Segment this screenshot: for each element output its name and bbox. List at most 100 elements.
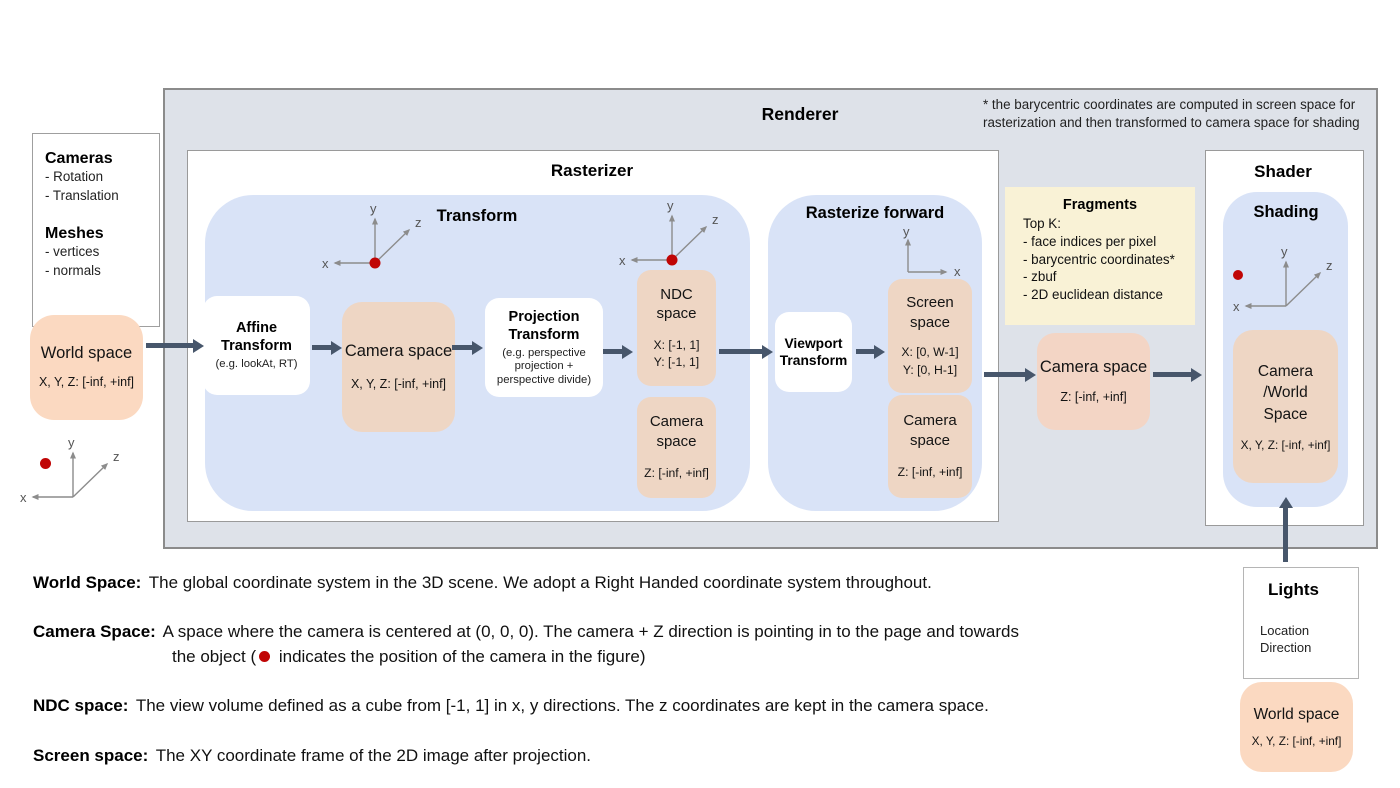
camera-space-output-range: Z: [-inf, +inf] [1060, 389, 1127, 404]
camera-world-range: X, Y, Z: [-inf, +inf] [1240, 438, 1331, 453]
camera-space-range-z: Z: [-inf, +inf] [644, 466, 709, 481]
world-space-input-label: World space [40, 344, 133, 363]
axis-label-z: z [415, 215, 422, 230]
camera-world-space-box: Camera /World Space X, Y, Z: [-inf, +inf… [1233, 330, 1338, 483]
lights-panel: Lights Location Direction [1243, 567, 1359, 679]
projection-transform-sub-1: (e.g. perspective [502, 346, 586, 359]
meshes-item-vertices: - vertices [45, 244, 100, 259]
axis-label-x: x [1233, 299, 1240, 314]
axis-label-y: y [667, 198, 674, 213]
ndc-space-label-2: space [656, 305, 697, 322]
affine-transform-sub: (e.g. lookAt, RT) [215, 358, 298, 371]
arrow-screen-to-camera-out [984, 372, 1025, 377]
camera-position-dot [369, 257, 381, 269]
axis-label-z: z [113, 449, 120, 464]
definition-ndc-space-term: NDC space: [33, 696, 129, 715]
arrow-projection-to-ndc [603, 349, 622, 354]
arrow-camera-out-to-shader [1153, 372, 1191, 377]
definition-screen-space-text: The XY coordinate frame of the 2D image … [155, 746, 592, 765]
transform-axes-3d: y x z [322, 201, 422, 271]
world-space-input-range: X, Y, Z: [-inf, +inf] [38, 375, 135, 390]
cameras-item-rotation: - Rotation [45, 169, 104, 184]
arrow-camera-to-projection [452, 345, 472, 350]
affine-transform-label-2: Transform [221, 338, 292, 355]
camera-space-label: Camera space [344, 341, 453, 360]
screen-space-range-x: X: [0, W-1] [901, 345, 959, 359]
rasterize-forward-title: Rasterize forward [805, 204, 945, 222]
projection-transform-sub-2: projection + [514, 360, 574, 373]
axis-label-y: y [1281, 244, 1288, 259]
world-axes-3d: y x z [20, 435, 120, 505]
projection-transform-label-2: Transform [508, 326, 580, 343]
lights-item-location: Location [1260, 623, 1310, 638]
viewport-transform-label-1: Viewport [784, 336, 843, 351]
definition-camera-space-text-line1: A space where the camera is centered at … [162, 622, 1019, 641]
cameras-heading: Cameras [45, 150, 113, 167]
arrow-lights-to-shading [1283, 508, 1288, 562]
camera-world-label-2: /World [1263, 384, 1308, 402]
lights-item-direction: Direction [1260, 640, 1312, 655]
shading-title: Shading [1253, 203, 1319, 221]
footnote-line-1: * the barycentric coordinates are comput… [983, 97, 1356, 112]
projection-transform-sub-3: perspective divide) [496, 373, 592, 386]
camera-space-box-2: Camera space Z: [-inf, +inf] [637, 397, 716, 498]
shading-axes-3d: y x z [1233, 244, 1333, 314]
barycentric-footnote: * the barycentric coordinates are comput… [983, 96, 1368, 132]
camera-space-output-box: Camera space Z: [-inf, +inf] [1037, 333, 1150, 430]
definition-world-space: World Space: The global coordinate syste… [33, 573, 932, 593]
affine-transform-label-1: Affine [235, 320, 278, 337]
camera-position-dot [40, 458, 51, 469]
fragments-barycentric: - barycentric coordinates* [1023, 251, 1175, 267]
axis-label-x: x [20, 490, 27, 505]
axis-label-z: z [1326, 258, 1333, 273]
camera-space-box-3: Camera space Z: [-inf, +inf] [888, 395, 972, 498]
definition-world-space-text: The global coordinate system in the 3D s… [148, 573, 932, 592]
camera-space-label-2: space [909, 431, 950, 449]
ndc-axes-3d: y x z [619, 198, 719, 268]
camera-position-dot-legend [259, 651, 271, 662]
cameras-meshes-panel: Cameras - Rotation - Translation Meshes … [32, 133, 160, 327]
ndc-space-range-x: X: [-1, 1] [653, 337, 700, 352]
world-space-input-box: World space X, Y, Z: [-inf, +inf] [30, 315, 143, 420]
affine-transform-box: Affine Transform (e.g. lookAt, RT) [203, 296, 310, 395]
screen-space-label-1: Screen [906, 294, 954, 311]
definition-screen-space-term: Screen space: [33, 746, 149, 765]
screen-space-label-2: space [909, 313, 951, 331]
camera-space-range: X, Y, Z: [-inf, +inf] [350, 376, 447, 391]
definition-ndc-space: NDC space: The view volume defined as a … [33, 696, 989, 716]
ndc-space-box: NDC space X: [-1, 1] Y: [-1, 1] [637, 270, 716, 386]
definition-camera-space-term: Camera Space: [33, 622, 156, 641]
definition-world-space-term: World Space: [33, 573, 142, 592]
renderer-title: Renderer [761, 104, 839, 124]
viewport-transform-label-2: Transform [779, 353, 848, 368]
fragments-euclidean: - 2D euclidean distance [1023, 287, 1163, 303]
fragments-box: Fragments Top K: - face indices per pixe… [1005, 187, 1195, 325]
axis-label-z: z [712, 212, 719, 227]
meshes-heading: Meshes [45, 225, 104, 242]
fragments-top-k: Top K: [1023, 216, 1061, 231]
camera-world-label-1: Camera [1257, 362, 1314, 380]
screen-axes-2d: y x [903, 224, 961, 279]
footnote-line-2: rasterization and then transformed to ca… [983, 115, 1360, 130]
definition-camera-space-text-line2a: the object ( [172, 647, 257, 666]
arrow-world-to-rasterizer [146, 343, 193, 348]
meshes-item-normals: - normals [45, 262, 101, 278]
rasterizer-title: Rasterizer [550, 161, 634, 180]
projection-transform-label-1: Projection [508, 308, 580, 325]
definition-screen-space: Screen space: The XY coordinate frame of… [33, 746, 591, 766]
definition-camera-space-line2: the object ( indicates the position of t… [172, 647, 646, 667]
projection-transform-box: Projection Transform (e.g. perspective p… [485, 298, 603, 397]
camera-position-dot [666, 254, 678, 266]
camera-space-output-label: Camera space [1039, 357, 1148, 376]
axis-label-y: y [68, 435, 75, 450]
screen-space-range-y: Y: [0, H-1] [902, 362, 958, 377]
screen-space-box: Screen space X: [0, W-1] Y: [0, H-1] [888, 279, 972, 393]
camera-space-label-1: Camera [649, 413, 704, 431]
ndc-space-label-1: NDC [660, 285, 693, 303]
ndc-space-range-y: Y: [-1, 1] [653, 355, 700, 369]
viewport-transform-box: Viewport Transform [775, 312, 852, 392]
camera-space-range-z: Z: [-inf, +inf] [897, 465, 963, 480]
axis-label-x: x [619, 253, 626, 268]
shader-title: Shader [1254, 162, 1312, 181]
definition-ndc-space-text: The view volume defined as a cube from [… [135, 696, 989, 715]
